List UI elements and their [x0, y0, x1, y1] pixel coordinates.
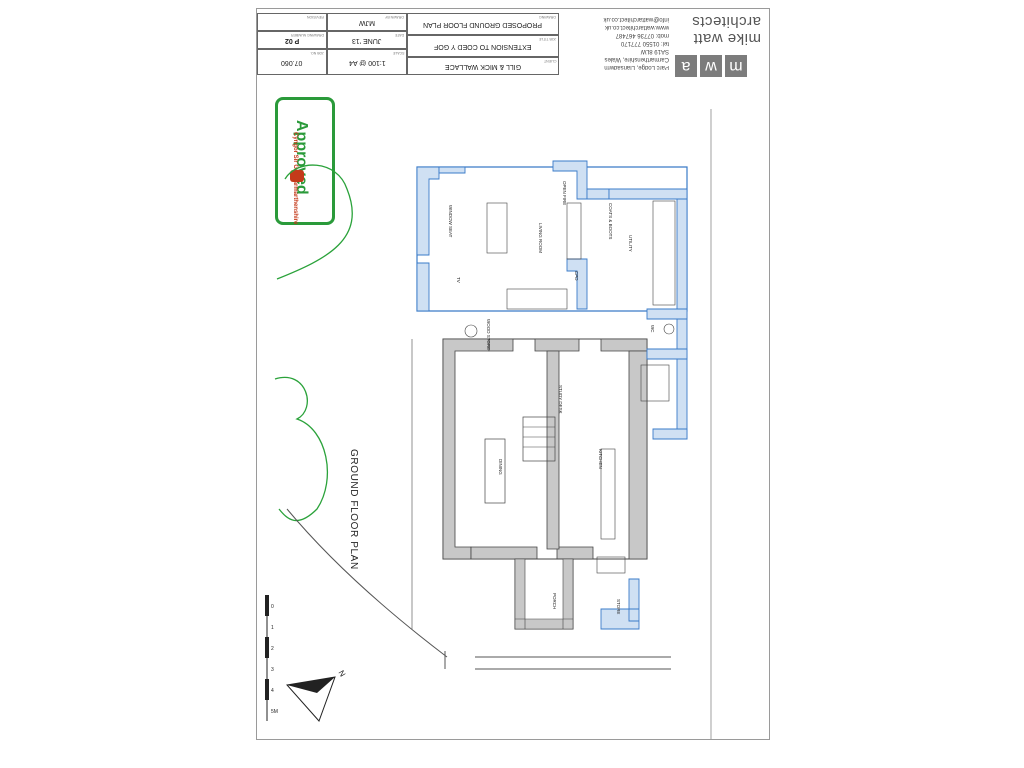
existing-house [442, 338, 648, 630]
room-porch: PORCH [552, 593, 557, 610]
title-job: JOB TITLE EXTENSION TO COED Y GOF [407, 35, 559, 57]
room-utility: UTILITY [628, 235, 633, 252]
room-dining: DINING [498, 459, 503, 475]
dragon-icon [290, 170, 304, 182]
room-open-fire: OPEN FIRE [562, 181, 567, 206]
tree-top [276, 164, 353, 280]
room-window-seat: WINDOW SEAT [448, 205, 453, 238]
tree-bottom [274, 376, 329, 522]
plan-title: GROUND FLOOR PLAN [348, 449, 359, 570]
new-extension [416, 160, 688, 630]
scale-bar [265, 595, 269, 721]
title-drawing: DRAWING PROPOSED GROUND FLOOR PLAN [407, 13, 559, 35]
scale-bar-labels: 0 1 2 3 4 5M [271, 604, 278, 715]
drawing-sheet: CLIENT GILL & MICK WALLACE JOB TITLE EXT… [256, 8, 770, 740]
room-tv: TV [456, 277, 461, 283]
floor-plan-svg [265, 109, 712, 739]
room-study: STUDY DESK [558, 385, 563, 414]
title-job-no: JOB NO. 07.060 [257, 49, 327, 75]
room-cpd: CPD [574, 271, 579, 281]
room-kitchen: KITCHEN [598, 449, 603, 469]
title-scale: SCALE 1:100 @ A4 [327, 49, 407, 75]
room-wc: WC [650, 325, 655, 333]
room-living: LIVING ROOM [538, 223, 543, 254]
site-boundary [286, 508, 448, 658]
room-wood: WOOD STORE [486, 319, 491, 351]
title-client: CLIENT GILL & MICK WALLACE [407, 57, 559, 75]
approved-stamp: Approved Cyngor Sir Gâr Carmarthenshire [275, 97, 335, 225]
title-revision: REVISION [257, 13, 327, 31]
north-arrow-icon [286, 676, 336, 722]
title-drawn: DRAWN BY MJW [327, 13, 407, 31]
title-drawing-no: DRAWING NUMBER P 02 [257, 31, 327, 49]
room-store: STORE [616, 599, 621, 615]
room-coats: COATS & BOOTS [608, 203, 613, 240]
title-date: DATE JUNE '13 [327, 31, 407, 49]
